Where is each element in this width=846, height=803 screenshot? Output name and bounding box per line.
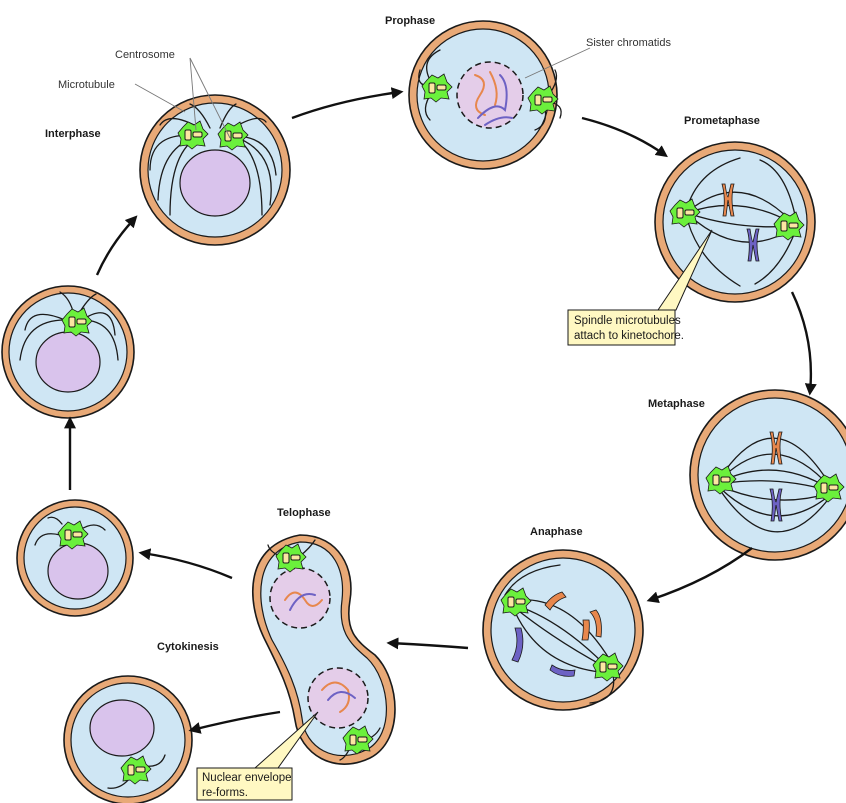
callout-sister-chromatids: Sister chromatids [586, 37, 671, 49]
label-prometaphase: Prometaphase [684, 115, 760, 127]
label-cytokinesis: Cytokinesis [157, 641, 219, 653]
note-spindle-line2: attach to kinetochore. [574, 330, 684, 342]
arrow-icon [650, 548, 752, 600]
telophase-cell [253, 535, 395, 764]
callout-centrosome: Centrosome [115, 49, 175, 61]
arrow-icon [97, 218, 135, 275]
arrow-icon [292, 92, 400, 118]
anaphase-cell [483, 550, 643, 710]
note-spindle-line1: Spindle microtubules [574, 315, 681, 327]
callout-microtubule: Microtubule [58, 79, 115, 91]
arrow-icon [142, 553, 232, 578]
metaphase-cell [690, 390, 846, 560]
arrow-icon [390, 643, 468, 648]
note-nuclear-line2: re-forms. [202, 787, 248, 799]
daughter-cell-upper [17, 500, 133, 616]
label-prophase: Prophase [385, 15, 435, 27]
label-telophase: Telophase [277, 507, 331, 519]
label-metaphase: Metaphase [648, 398, 705, 410]
arrow-icon [582, 118, 665, 155]
interphase-cell [140, 95, 290, 245]
arrow-icon [192, 712, 280, 730]
prophase-cell [409, 21, 561, 169]
label-interphase: Interphase [45, 128, 101, 140]
daughter-cell-growing [2, 286, 134, 418]
daughter-cell-lower [64, 676, 192, 803]
label-anaphase: Anaphase [530, 526, 583, 538]
note-nuclear-line1: Nuclear envelope [202, 772, 292, 784]
arrow-icon [792, 292, 811, 392]
